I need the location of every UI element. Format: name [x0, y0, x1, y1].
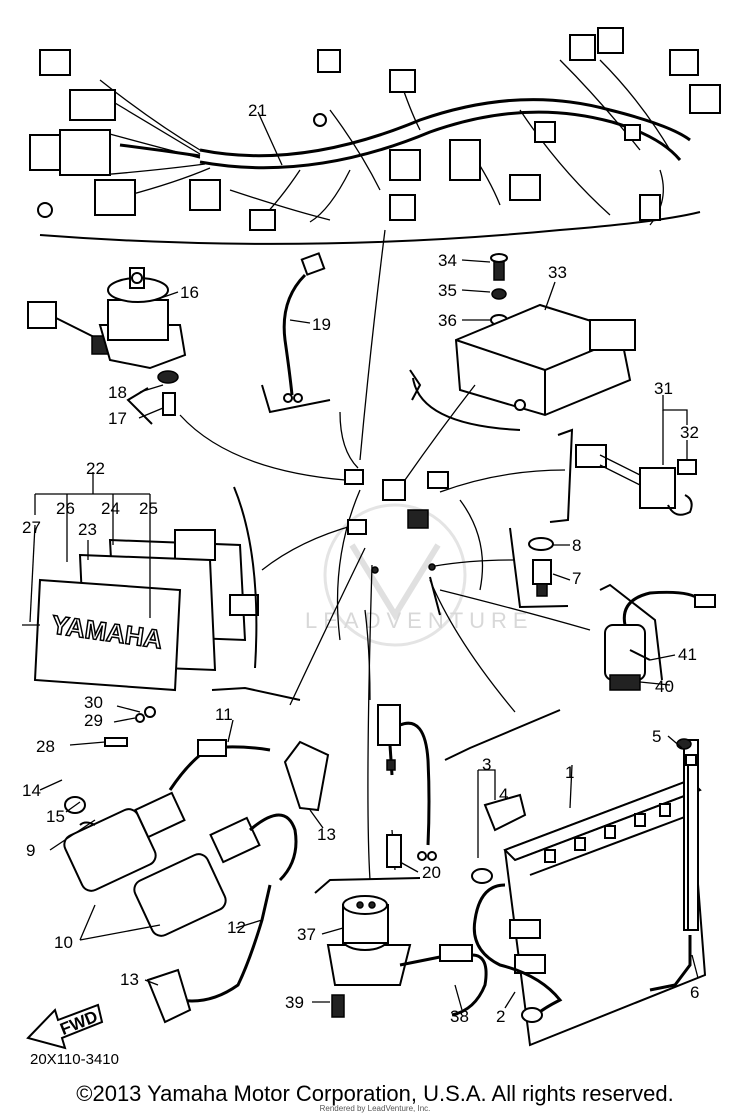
callout-13-lower: 13: [120, 970, 139, 989]
callout-28: 28: [36, 737, 55, 756]
callout-36: 36: [438, 311, 457, 330]
neutral-switch: [528, 537, 554, 597]
leader-lines: [29, 111, 699, 1011]
callout-19: 19: [312, 315, 331, 334]
callout-12: 12: [227, 918, 246, 937]
callout-3: 3: [482, 755, 491, 774]
callout-4: 4: [499, 785, 508, 804]
callout-27: 27: [22, 518, 41, 537]
starter-relay: [326, 895, 488, 1018]
battery-cells: [544, 803, 671, 863]
callout-11: 11: [215, 705, 233, 724]
callout-7: 7: [572, 569, 581, 588]
part-code: 20X110-3410: [30, 1051, 119, 1068]
watermark-logo: LEADVENTURE: [305, 503, 534, 647]
callout-20: 20: [422, 863, 441, 882]
callout-2: 2: [496, 1007, 505, 1026]
callout-21: 21: [248, 101, 267, 120]
callout-35: 35: [438, 281, 457, 300]
callout-33: 33: [548, 263, 567, 282]
callout-14: 14: [22, 781, 41, 800]
callout-22: 22: [86, 459, 105, 478]
indicator-light: YAMAHA: [22, 529, 259, 747]
ignition-coils: [63, 739, 330, 1024]
callout-32: 32: [680, 423, 699, 442]
callout-25: 25: [139, 499, 158, 518]
stop-switch: [377, 704, 437, 871]
callout-9: 9: [26, 841, 35, 860]
callout-15: 15: [46, 807, 65, 826]
callout-37: 37: [297, 925, 316, 944]
rendered-by-note: Rendered by LeadVenture, Inc.: [319, 1104, 431, 1113]
callout-1: 1: [565, 763, 574, 782]
sensor-40: [604, 590, 716, 691]
callout-24: 24: [101, 499, 120, 518]
callout-41: 41: [678, 645, 697, 664]
callout-34: 34: [438, 251, 457, 270]
callout-23: 23: [78, 520, 97, 539]
callout-18: 18: [108, 383, 127, 402]
callout-38: 38: [450, 1007, 469, 1026]
callout-10: 10: [54, 933, 73, 952]
forward-arrow: FWD: [26, 1003, 104, 1050]
callout-labels: 1 2 3 4 5 6 7 8 9 10 11 12 13 13 14 15 1…: [22, 101, 699, 1026]
ignition-switch: [27, 267, 187, 416]
callout-39: 39: [285, 993, 304, 1012]
callout-6: 6: [690, 983, 699, 1002]
callout-30: 30: [84, 693, 103, 712]
wire-harness: [29, 27, 721, 245]
callout-31: 31: [654, 379, 673, 398]
callout-16: 16: [180, 283, 199, 302]
copyright-notice: ©2013 Yamaha Motor Corporation, U.S.A. A…: [76, 1081, 674, 1106]
callout-26: 26: [56, 499, 75, 518]
callout-5: 5: [652, 727, 661, 746]
callout-29: 29: [84, 711, 103, 730]
watermark-text: LEADVENTURE: [305, 608, 534, 633]
control-unit: [454, 253, 636, 417]
fwd-label: FWD: [57, 1007, 100, 1039]
routing-lines: [126, 229, 663, 894]
fuse-holder: [575, 444, 697, 516]
callout-13-upper: 13: [317, 825, 336, 844]
callout-8: 8: [572, 536, 581, 555]
callout-17: 17: [108, 409, 127, 428]
callout-40: 40: [655, 677, 674, 696]
lead-wire-19: [282, 252, 326, 403]
